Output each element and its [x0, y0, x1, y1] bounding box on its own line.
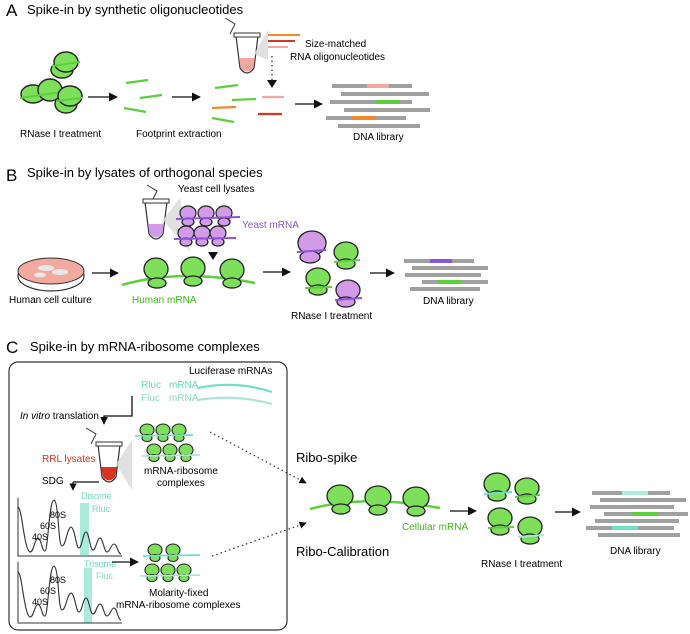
rnase-c-ribosomes	[483, 472, 545, 545]
molarity-fixed-complexes	[139, 543, 201, 583]
human-mrna: Human mRNA	[132, 295, 197, 306]
peak-60s-b: 60S	[40, 586, 56, 596]
ribo-calibration: Ribo-Calibration	[296, 544, 389, 559]
disome-label: Disome	[81, 491, 112, 501]
library-b-label: DNA library	[423, 296, 474, 307]
rluc-label-1: Rluc	[141, 380, 161, 391]
human-polysome	[121, 256, 256, 289]
fluc-peak-label: Fluc	[96, 571, 114, 581]
panel-b: B Spike-in by lysates of orthogonal spec…	[6, 165, 488, 322]
library-a	[326, 84, 430, 128]
footprints	[123, 78, 163, 114]
tube-c-icon	[85, 427, 132, 490]
in-vitro-text: In vitro	[20, 411, 50, 422]
panel-a: A Spike-in by synthetic oligonucleotides…	[6, 1, 430, 143]
mixed-fragments	[211, 83, 284, 124]
library-c	[586, 491, 688, 537]
oligo-label-1: Size-matched	[305, 39, 366, 50]
panel-c-title: Spike-in by mRNA-ribosome complexes	[30, 339, 260, 354]
yeast-mrna: Yeast mRNA	[242, 220, 299, 231]
oligos	[268, 34, 300, 48]
yeast-ribosomes	[173, 205, 241, 247]
luciferase-label: Luciferase mRNAs	[189, 366, 272, 377]
petri-dish-icon	[17, 257, 85, 292]
profile-disome: Disome 80S 60S 40S Rluc	[17, 491, 122, 557]
in-vitro-translation: In vitro translation	[20, 411, 99, 422]
rluc-mrna-label: mRNA	[169, 380, 199, 391]
rnase-c: RNase I treatment	[481, 559, 562, 570]
sdg-label: SDG	[42, 476, 64, 487]
complexes-label-1: mRNA-ribosome	[144, 466, 218, 477]
panel-c-letter: C	[6, 338, 18, 357]
rnase-b: RNase I treatment	[291, 311, 372, 322]
panel-b-letter: B	[6, 166, 17, 185]
trisome-label: Trisome	[84, 559, 116, 569]
panel-c: C Spike-in by mRNA-ribosome complexes Lu…	[6, 338, 688, 631]
panel-a-title: Spike-in by synthetic oligonucleotides	[27, 2, 244, 17]
human-culture: Human cell culture	[9, 295, 92, 306]
panel-c-box	[8, 361, 288, 631]
peak-40s-a: 40S	[32, 532, 48, 542]
step-rnase-a: RNase I treatment	[20, 129, 101, 140]
tube-a-icon	[224, 17, 268, 74]
yeast-lysates: Yeast cell lysates	[178, 184, 254, 195]
ivt-complexes	[134, 423, 201, 463]
rnase-b-ribosomes	[296, 230, 363, 308]
library-a-label: DNA library	[353, 132, 404, 143]
library-b	[404, 259, 488, 291]
peak-80s-b: 80S	[50, 575, 66, 585]
fluc-mrna-label: mRNA	[169, 393, 199, 404]
molarity-label-1: Molarity-fixed	[149, 588, 208, 599]
rluc-peak-label: Rluc	[92, 504, 111, 514]
rrl-lysates: RRL lysates	[42, 454, 96, 465]
peak-80s-a: 80S	[50, 510, 66, 520]
cellular-mrna: Cellular mRNA	[402, 522, 468, 533]
profile-trisome: Trisome 80S 60S 40S Fluc	[17, 559, 122, 624]
peak-40s-b: 40S	[32, 597, 48, 607]
library-c-label: DNA library	[610, 546, 661, 557]
step-footprint: Footprint extraction	[136, 129, 222, 140]
ribosomes-group-a	[19, 51, 83, 114]
oligo-label-2: RNA oligonucleotides	[290, 52, 385, 63]
cellular-polysome	[309, 484, 441, 517]
molarity-label-2: mRNA-ribosome complexes	[116, 600, 240, 611]
complexes-label-2: complexes	[157, 478, 205, 489]
peak-60s-a: 60S	[40, 521, 56, 531]
panel-b-title: Spike-in by lysates of orthogonal specie…	[27, 165, 263, 180]
ribo-spike: Ribo-spike	[296, 450, 357, 465]
panel-a-letter: A	[6, 1, 18, 20]
fluc-label-1: Fluc	[141, 393, 160, 404]
translation-text: translation	[50, 411, 99, 422]
